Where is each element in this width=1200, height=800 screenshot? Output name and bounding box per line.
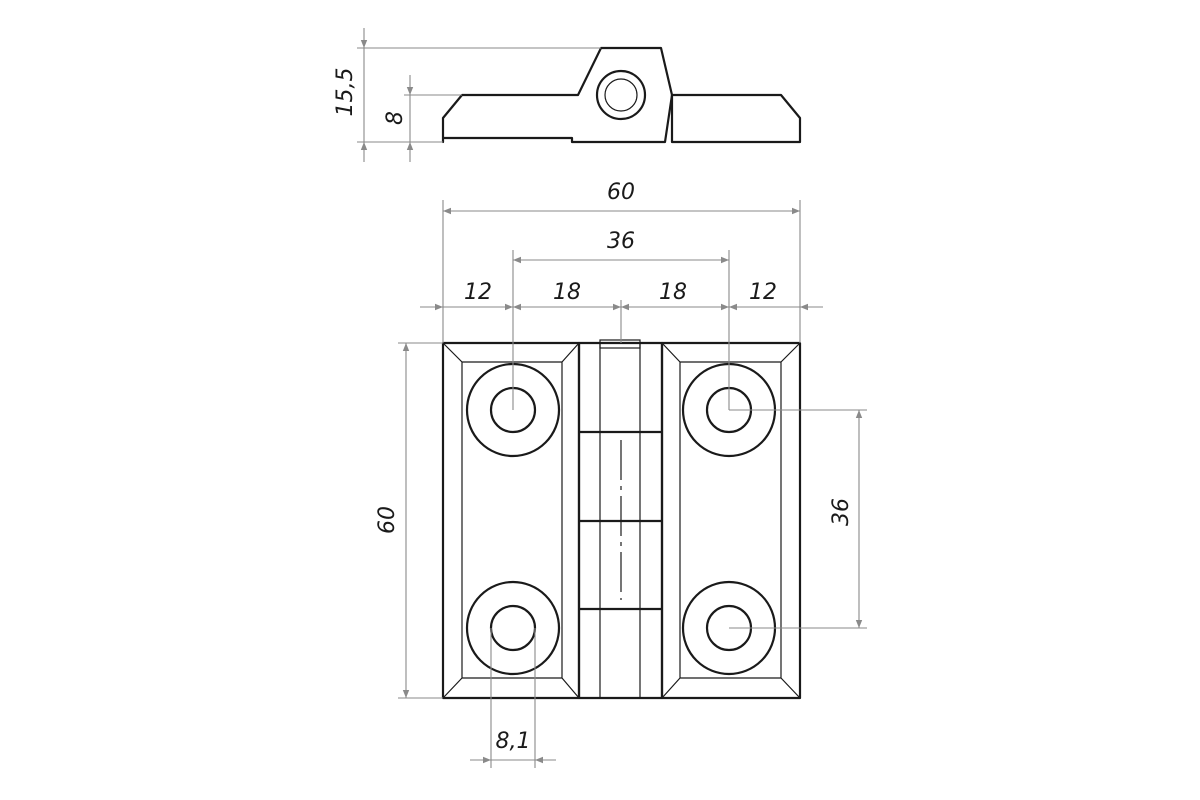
dim-hole-spacing-horizontal-label: 36 xyxy=(607,229,635,254)
dim-overall-width-label: 60 xyxy=(607,180,635,205)
hole-bottom-left xyxy=(465,580,561,676)
right-leaf-outer xyxy=(660,341,802,700)
left-leaf-outer xyxy=(441,341,581,700)
side-right-leaf-outline xyxy=(670,93,802,144)
side-left-leaf-outline xyxy=(441,46,674,144)
side-knuckle-inner-ring xyxy=(604,78,638,112)
right-leaf-bevel xyxy=(661,342,801,699)
dim-side-total-height-label: 15,5 xyxy=(333,68,358,117)
dim-side-leaf-thickness-label: 8 xyxy=(383,111,408,125)
dim-center-to-right-hole-label: 18 xyxy=(659,280,687,305)
dim-right-hole-to-edge-label: 12 xyxy=(749,280,777,305)
front-dimensions: 60 36 12 18 18 12 60 36 8,1 xyxy=(375,180,867,768)
side-knuckle-outer-ring xyxy=(595,69,647,121)
left-leaf-bevel xyxy=(442,342,580,699)
dim-left-hole-to-center-label: 18 xyxy=(553,280,581,305)
dim-overall-height-label: 60 xyxy=(375,506,400,534)
dim-left-edge-to-hole-label: 12 xyxy=(464,280,492,305)
dim-hole-spacing-vertical-label: 36 xyxy=(829,498,854,526)
dim-hole-diameter-label: 8,1 xyxy=(496,729,531,754)
side-view: 15,5 8 xyxy=(333,28,802,162)
front-view xyxy=(441,339,802,700)
